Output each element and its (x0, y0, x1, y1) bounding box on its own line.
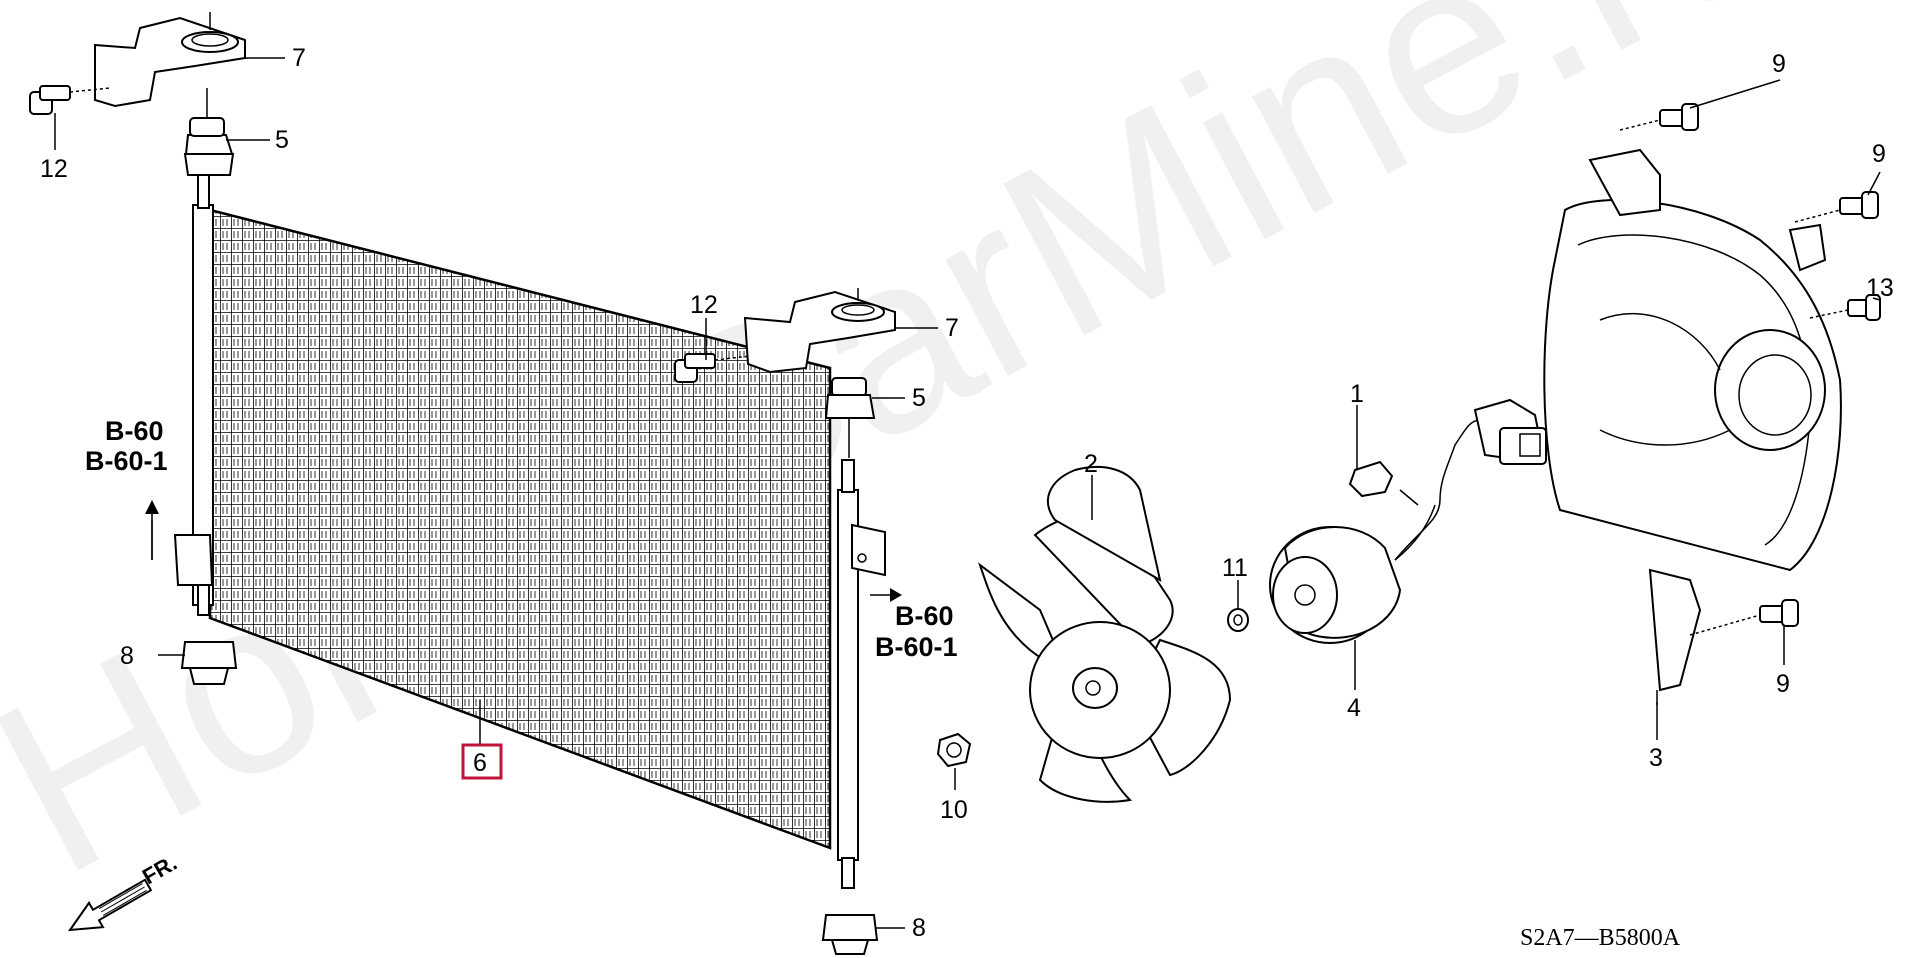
condenser-left-pin-bottom (197, 584, 210, 616)
label-13[interactable]: 13 (1866, 274, 1894, 302)
condenser-right-pin (841, 459, 855, 493)
bolt-part-12-lower[interactable] (674, 353, 751, 383)
cushion-part-8-right[interactable] (821, 914, 879, 955)
bolt-part-9-bottom[interactable] (1689, 599, 1799, 636)
fitting-bolt-hole (857, 553, 867, 563)
label-12-lower[interactable]: 12 (690, 291, 718, 319)
label-7-lower[interactable]: 7 (945, 314, 959, 342)
condenser-right-pin-bottom (841, 857, 855, 889)
bolt-part-12-upper[interactable] (29, 85, 111, 115)
ref-b60-1-right[interactable]: B-60-1 (875, 632, 958, 662)
ref-b60-left[interactable]: B-60 (105, 416, 164, 446)
cushion-part-5-lower[interactable] (824, 377, 876, 458)
fan-part-2[interactable] (978, 465, 1232, 803)
label-5-upper[interactable]: 5 (275, 126, 289, 154)
ref-b60-1-left[interactable]: B-60-1 (85, 446, 168, 476)
bolt-part-13[interactable] (1809, 294, 1881, 321)
label-6[interactable]: 6 (473, 749, 487, 777)
ref-arrow-right (870, 588, 902, 602)
label-8-left[interactable]: 8 (120, 642, 134, 670)
cushion-part-5-upper[interactable] (183, 88, 235, 176)
washer-part-11[interactable] (1227, 608, 1249, 632)
label-2[interactable]: 2 (1084, 450, 1098, 478)
harness-connector[interactable] (1473, 398, 1547, 465)
ref-b60-right[interactable]: B-60 (895, 601, 954, 631)
part-6-highlight-box (461, 743, 503, 780)
clip-part-1[interactable] (1348, 460, 1419, 506)
label-12-upper[interactable]: 12 (40, 155, 68, 183)
label-1[interactable]: 1 (1350, 380, 1364, 408)
nut-part-10[interactable] (936, 732, 972, 768)
fan-motor-part-4[interactable] (1269, 504, 1436, 644)
label-5-lower[interactable]: 5 (912, 384, 926, 412)
label-3[interactable]: 3 (1649, 744, 1663, 772)
label-9-bottom[interactable]: 9 (1776, 670, 1790, 698)
leader-lines (54, 57, 1881, 929)
condenser-left-bracket (173, 534, 214, 586)
label-11[interactable]: 11 (1222, 554, 1248, 582)
label-7-upper[interactable]: 7 (292, 44, 306, 72)
fan-shroud-part-3[interactable] (1543, 148, 1842, 705)
bracket-part-7-lower[interactable] (743, 288, 896, 374)
cushion-part-8-left[interactable] (180, 641, 238, 685)
condenser-right-fitting (851, 523, 886, 577)
bracket-part-7-upper[interactable] (94, 12, 246, 108)
bolt-part-9-top[interactable] (1619, 103, 1699, 131)
diagram-code: S2A7—B5800A (1520, 925, 1681, 951)
ref-arrow-left (145, 500, 159, 560)
label-8-right[interactable]: 8 (912, 914, 926, 942)
label-9-right[interactable]: 9 (1872, 140, 1886, 168)
label-4[interactable]: 4 (1347, 694, 1361, 722)
bolt-part-9-right[interactable] (1794, 191, 1879, 223)
motor-harness (1394, 419, 1481, 561)
label-9-top[interactable]: 9 (1772, 50, 1786, 78)
front-direction-arrow (67, 878, 153, 932)
label-10[interactable]: 10 (940, 796, 968, 824)
